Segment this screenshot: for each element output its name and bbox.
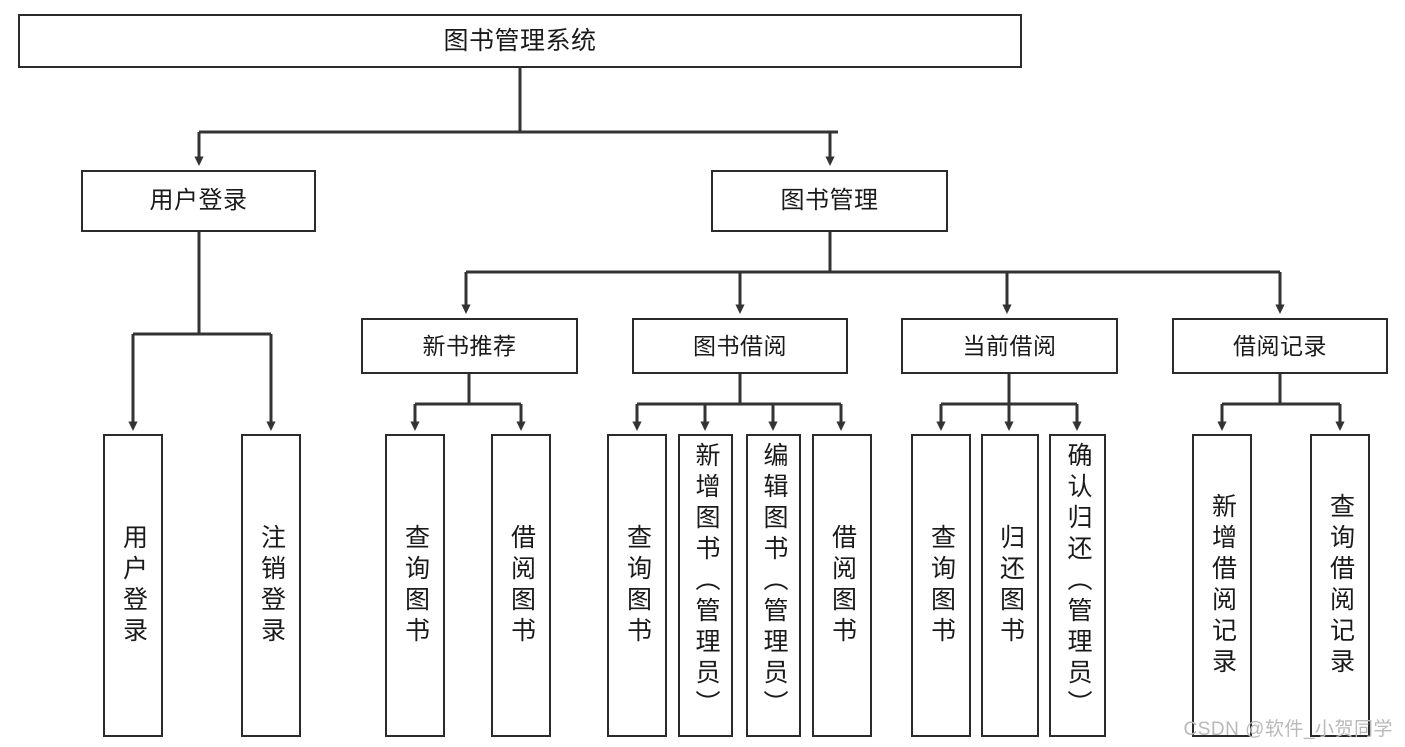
node-current-borrow-label: 当前借阅 xyxy=(962,332,1057,359)
node-root-book-management-system[interactable]: 图书管理系统 xyxy=(18,14,1022,68)
node-root-label: 图书管理系统 xyxy=(443,26,597,55)
leaf-text-wrap: 新增图书（管理员） xyxy=(680,436,731,735)
node-leaf-confirm-return[interactable]: 确认归还（管理员） xyxy=(1049,434,1106,737)
leaf-text-wrap: 用户登录 xyxy=(105,436,161,735)
leaf-text-wrap: 确认归还（管理员） xyxy=(1051,436,1104,735)
node-leaf-return-book[interactable]: 归还图书 xyxy=(981,434,1039,737)
node-leaf-user-logout[interactable]: 注销登录 xyxy=(241,434,301,737)
node-leaf-borrow-book-label: 借阅图书 xyxy=(828,523,857,648)
node-leaf-borrow-book-recommend[interactable]: 借阅图书 xyxy=(491,434,551,737)
leaf-text-wrap: 借阅图书 xyxy=(814,436,870,735)
node-leaf-return-book-label: 归还图书 xyxy=(996,523,1025,648)
node-book-management[interactable]: 图书管理 xyxy=(711,170,948,232)
leaf-text-wrap: 借阅图书 xyxy=(493,436,549,735)
leaf-text-wrap: 查询图书 xyxy=(387,436,443,735)
node-leaf-query-book-recommend[interactable]: 查询图书 xyxy=(385,434,445,737)
node-leaf-borrow-book[interactable]: 借阅图书 xyxy=(812,434,872,737)
node-leaf-confirm-return-label: 确认归还（管理员） xyxy=(1064,442,1092,721)
leaf-text-wrap: 注销登录 xyxy=(243,436,299,735)
leaf-text-wrap: 新增借阅记录 xyxy=(1194,436,1250,735)
node-user-login-label: 用户登录 xyxy=(149,187,248,215)
node-leaf-query-book-recommend-label: 查询图书 xyxy=(401,523,430,648)
node-borrow-record-label: 借阅记录 xyxy=(1233,332,1327,359)
node-new-book-recommend[interactable]: 新书推荐 xyxy=(361,318,578,374)
node-leaf-add-borrow-record-label: 新增借阅记录 xyxy=(1208,492,1237,679)
node-current-borrow[interactable]: 当前借阅 xyxy=(901,318,1118,374)
node-leaf-query-book-current[interactable]: 查询图书 xyxy=(911,434,971,737)
leaf-text-wrap: 查询图书 xyxy=(913,436,969,735)
node-leaf-edit-book-label: 编辑图书（管理员） xyxy=(760,442,788,721)
node-leaf-query-book-borrow[interactable]: 查询图书 xyxy=(607,434,667,737)
node-borrow-record[interactable]: 借阅记录 xyxy=(1172,318,1388,374)
node-book-borrow[interactable]: 图书借阅 xyxy=(632,318,848,374)
node-leaf-user-logout-label: 注销登录 xyxy=(257,523,286,648)
leaf-text-wrap: 编辑图书（管理员） xyxy=(748,436,799,735)
node-leaf-query-book-borrow-label: 查询图书 xyxy=(623,523,652,648)
leaf-text-wrap: 查询图书 xyxy=(609,436,665,735)
node-new-book-recommend-label: 新书推荐 xyxy=(422,332,517,359)
leaf-text-wrap: 归还图书 xyxy=(983,436,1037,735)
node-leaf-query-borrow-record-label: 查询借阅记录 xyxy=(1326,492,1355,679)
node-user-login[interactable]: 用户登录 xyxy=(81,170,316,232)
node-leaf-user-login-label: 用户登录 xyxy=(119,523,148,648)
node-leaf-query-book-current-label: 查询图书 xyxy=(927,523,956,648)
node-leaf-add-borrow-record[interactable]: 新增借阅记录 xyxy=(1192,434,1252,737)
node-leaf-edit-book[interactable]: 编辑图书（管理员） xyxy=(746,434,801,737)
node-leaf-query-borrow-record[interactable]: 查询借阅记录 xyxy=(1310,434,1370,737)
node-leaf-borrow-book-recommend-label: 借阅图书 xyxy=(507,523,536,648)
node-leaf-user-login[interactable]: 用户登录 xyxy=(103,434,163,737)
leaf-text-wrap: 查询借阅记录 xyxy=(1312,436,1368,735)
node-book-borrow-label: 图书借阅 xyxy=(693,332,787,359)
node-book-management-label: 图书管理 xyxy=(780,187,879,215)
node-leaf-add-book[interactable]: 新增图书（管理员） xyxy=(678,434,733,737)
node-leaf-add-book-label: 新增图书（管理员） xyxy=(692,442,720,721)
